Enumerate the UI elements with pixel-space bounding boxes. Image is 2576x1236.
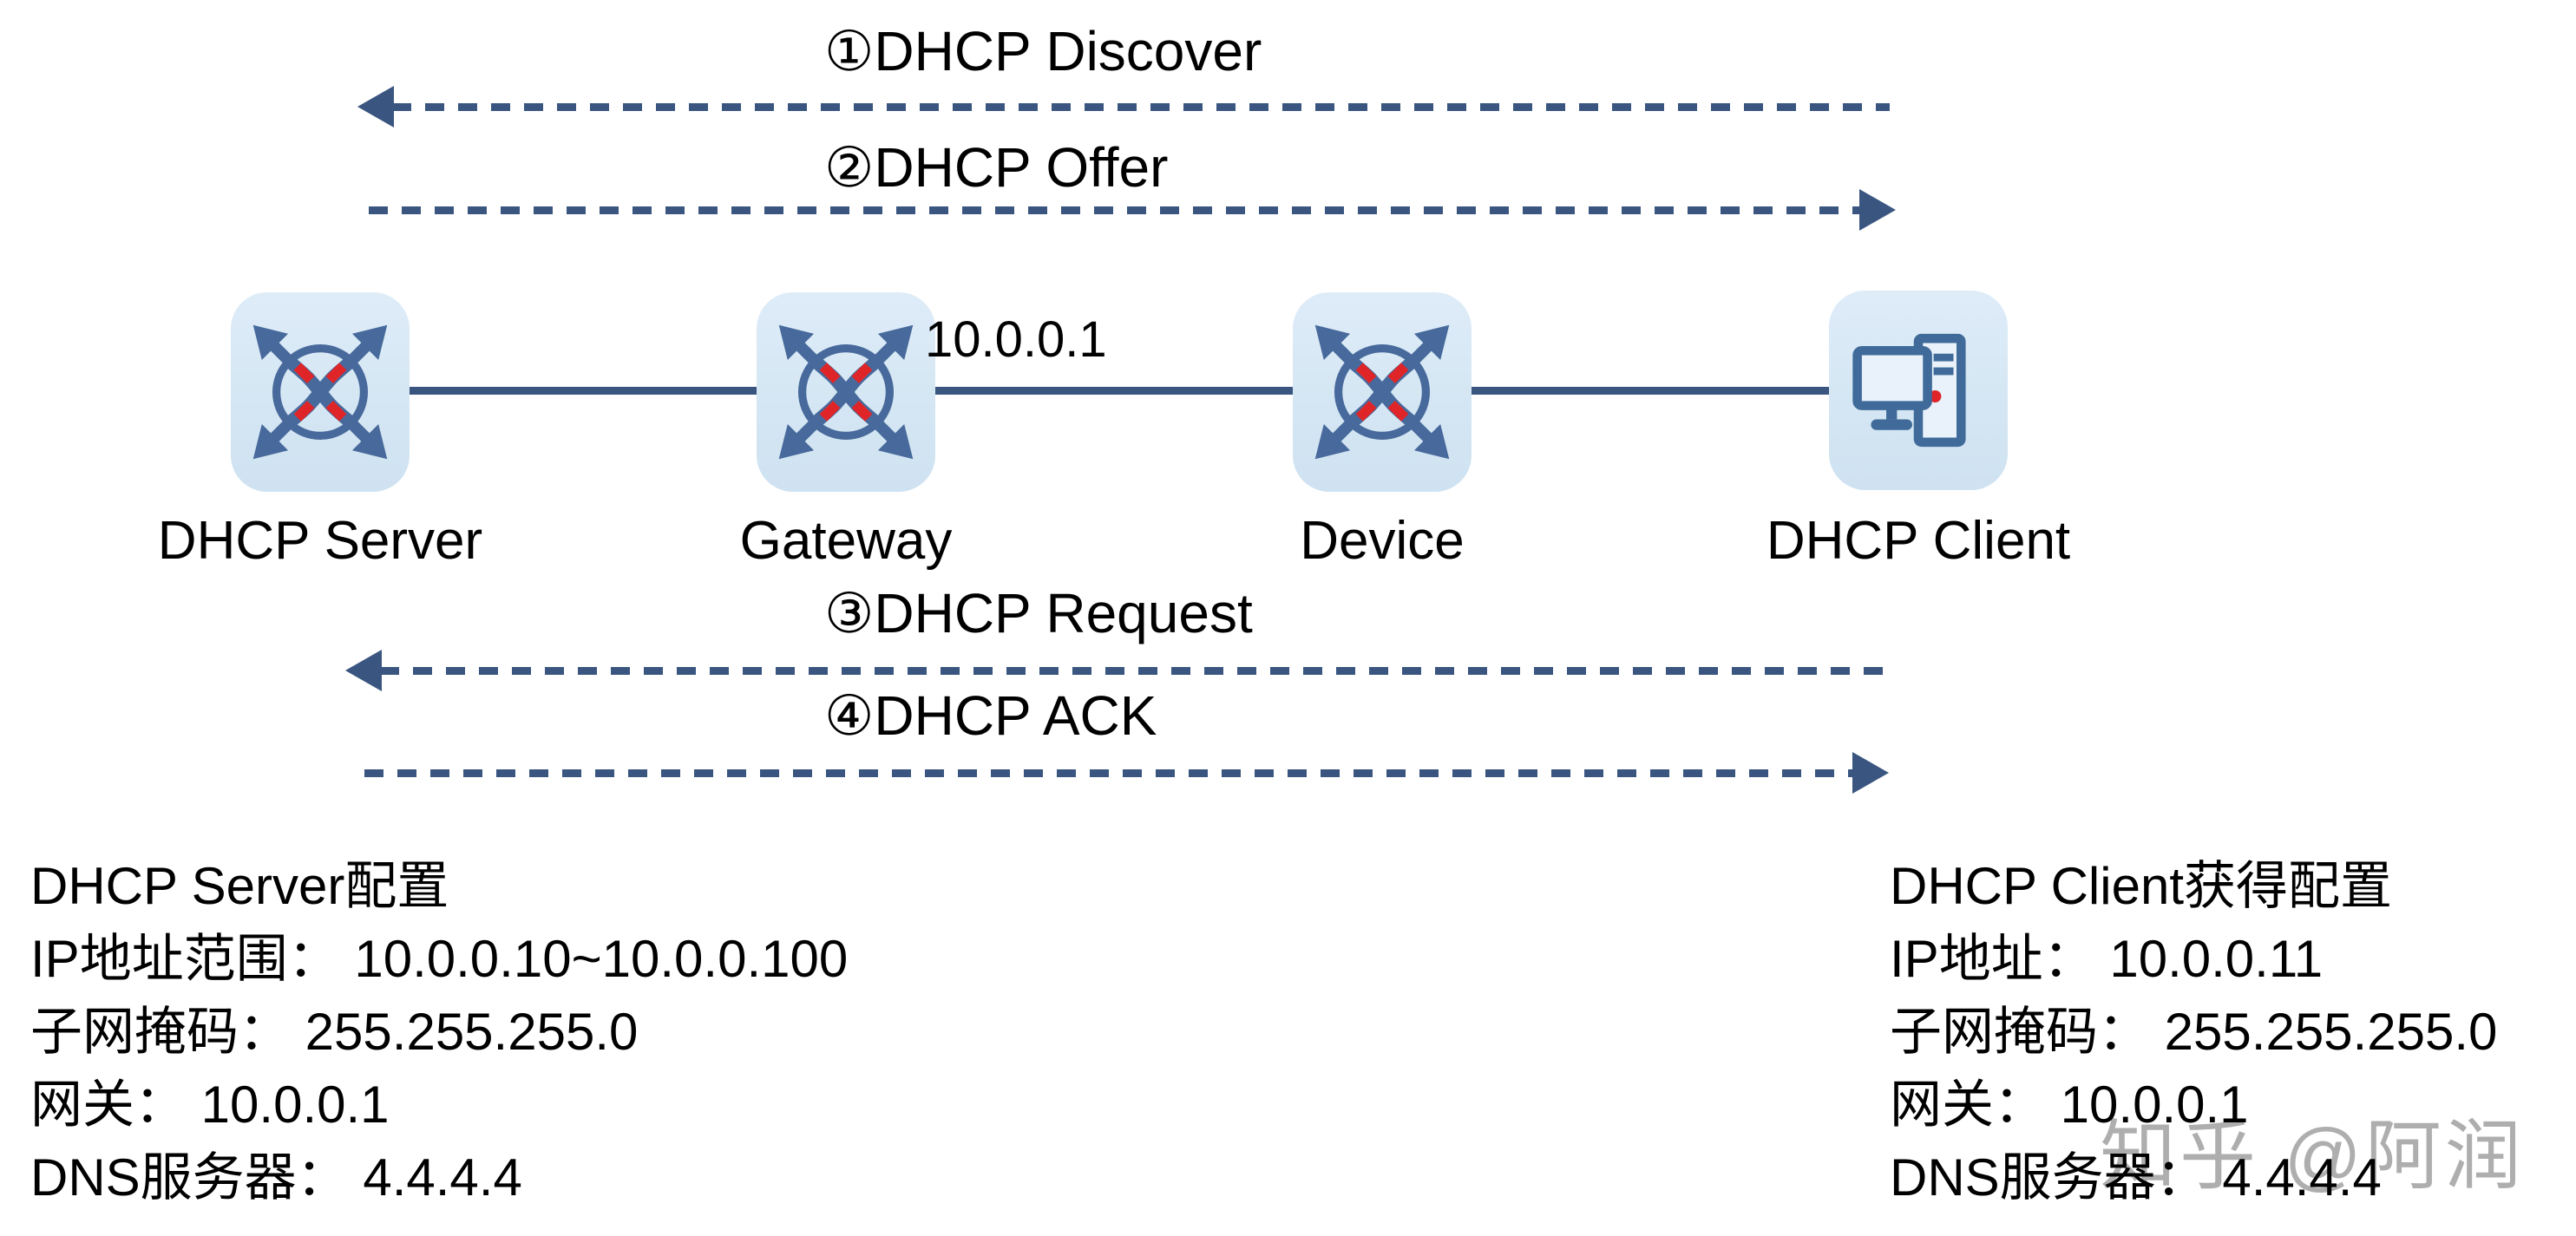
watermark-text: 知乎 @阿润 [2100,1113,2525,1199]
client-config-gateway: 网关： 10.0.0.1 [1890,1076,2249,1134]
node-label-gateway: Gateway [739,511,953,571]
server-config-gateway: 网关： 10.0.0.1 [30,1076,390,1134]
arrowhead-right-ack [1852,752,1889,794]
client-config-dns: DNS服务器： 4.4.4.4 [1890,1148,2382,1207]
dashed-arrow-dhcp-discover [392,103,1890,111]
message-label-dhcp-offer: ②DHCP Offer [824,136,1169,199]
node-dhcp-client [1829,291,2008,490]
dashed-arrow-dhcp-offer [369,206,1859,214]
server-config-subnet-mask: 子网掩码： 255.255.255.0 [30,1003,639,1061]
client-config-ip: IP地址： 10.0.0.11 [1890,930,2324,988]
client-config-subnet-mask: 子网掩码： 255.255.255.0 [1890,1003,2498,1061]
client-config-title: DHCP Client获得配置 [1890,857,2392,915]
dashed-arrow-dhcp-request [380,667,1885,675]
client-config-block: DHCP Client获得配置 IP地址： 10.0.0.11 子网掩码： 25… [1890,850,2497,1214]
computer-icon [1842,314,1995,467]
node-dhcp-server [231,292,410,492]
node-label-device: Device [1300,511,1465,571]
server-config-dns: DNS服务器： 4.4.4.4 [30,1148,522,1207]
message-label-dhcp-discover: ①DHCP Discover [824,20,1262,82]
server-config-title: DHCP Server配置 [30,857,449,915]
arrowhead-left-discover [357,86,394,128]
node-label-dhcp-server: DHCP Server [157,511,483,571]
node-gateway [757,292,935,492]
arrowhead-right-offer [1859,189,1896,231]
router-icon [247,319,393,465]
node-label-dhcp-client: DHCP Client [1766,511,2071,571]
link-ip-label: 10.0.0.1 [925,311,1107,368]
router-icon [773,319,919,465]
message-label-dhcp-request: ③DHCP Request [824,582,1253,644]
server-config-block: DHCP Server配置 IP地址范围： 10.0.0.10~10.0.0.1… [30,850,848,1214]
router-icon [1309,319,1455,465]
message-label-dhcp-ack: ④DHCP ACK [824,684,1157,747]
backbone-link-line [321,387,1926,395]
dashed-arrow-dhcp-ack [364,769,1852,777]
node-device [1293,292,1472,492]
arrowhead-left-request [345,650,382,691]
server-config-ip-range: IP地址范围： 10.0.0.10~10.0.0.100 [30,930,849,988]
